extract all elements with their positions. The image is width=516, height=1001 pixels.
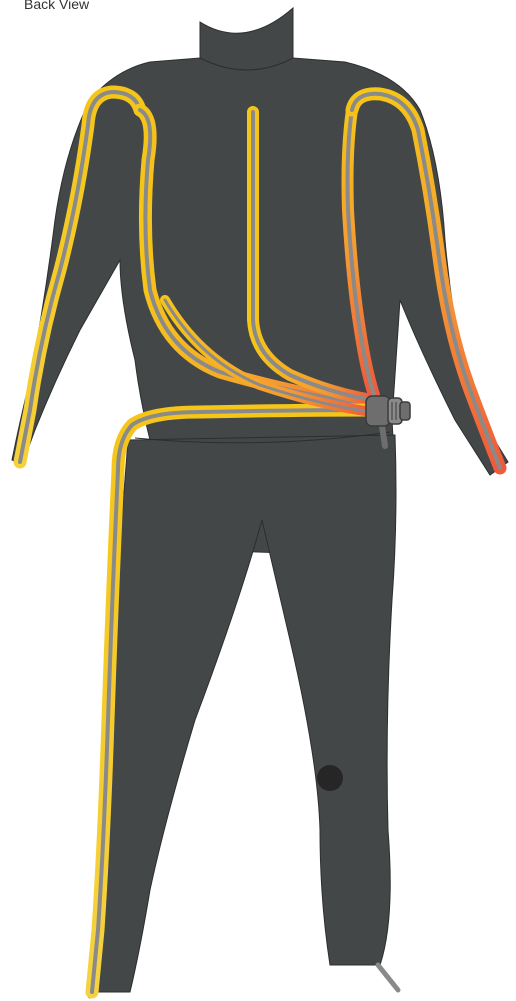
suit-neck <box>200 8 293 70</box>
suit-legs <box>90 435 396 992</box>
knee-valve-dot <box>317 765 343 791</box>
right-ankle-tab <box>378 965 398 990</box>
